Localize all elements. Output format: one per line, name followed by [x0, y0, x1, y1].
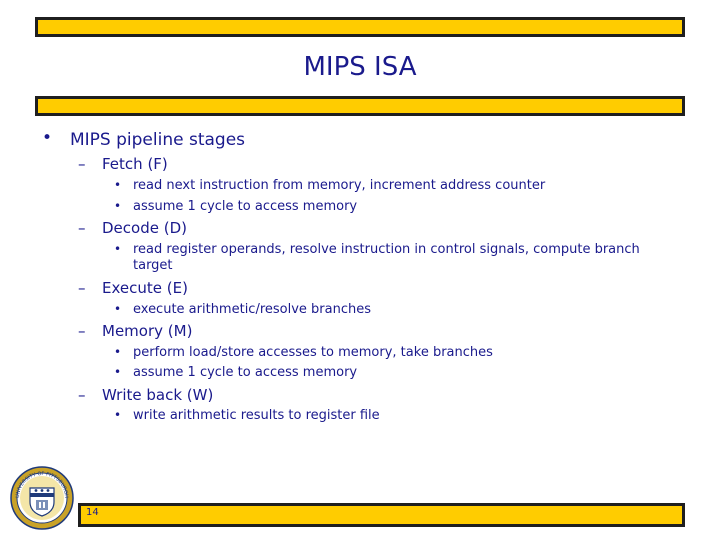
top-accent-bar — [35, 17, 685, 37]
sub-bullet: • — [114, 199, 122, 213]
stage-detail: write arithmetic results to register fil… — [133, 408, 380, 423]
stage-detail: execute arithmetic/resolve branches — [133, 302, 372, 317]
stage-dash: – — [78, 279, 86, 297]
stage-label-memory: Memory (M) — [102, 322, 193, 340]
university-seal-icon: UNIVERSITY OF PITTSBURGH — [10, 466, 74, 530]
stage-dash: – — [78, 322, 86, 340]
stage-label-fetch: Fetch (F) — [102, 155, 168, 173]
sub-bullet: • — [114, 365, 122, 379]
sub-bullet: • — [114, 302, 122, 316]
title-underline-bar — [35, 96, 685, 116]
stage-label-decode: Decode (D) — [102, 219, 187, 237]
heading-bullet: • — [42, 128, 53, 148]
stage-detail: read register operands, resolve instruct… — [133, 242, 640, 273]
stage-dash: – — [78, 219, 86, 237]
content-heading: MIPS pipeline stages — [70, 130, 246, 150]
sub-bullet: • — [114, 345, 122, 359]
stage-dash: – — [78, 386, 86, 404]
stage-detail: perform load/store accesses to memory, t… — [133, 345, 493, 360]
stage-label-writeback: Write back (W) — [102, 386, 214, 404]
footer-bar — [78, 503, 685, 527]
stage-dash: – — [78, 155, 86, 173]
slide-number: 14 — [86, 507, 99, 518]
stage-detail: assume 1 cycle to access memory — [133, 199, 358, 214]
stage-detail: read next instruction from memory, incre… — [133, 178, 546, 193]
stage-detail: assume 1 cycle to access memory — [133, 365, 358, 380]
sub-bullet: • — [114, 178, 122, 192]
stage-label-execute: Execute (E) — [102, 279, 188, 297]
sub-bullet: • — [114, 408, 122, 422]
slide-title: MIPS ISA — [303, 52, 417, 82]
sub-bullet: • — [114, 242, 122, 256]
